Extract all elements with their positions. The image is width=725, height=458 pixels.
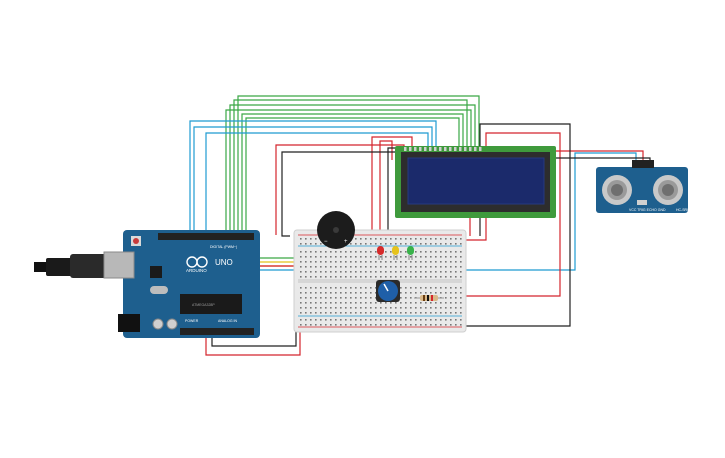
resistor <box>414 295 444 301</box>
arduino-logo-text: ARDUINO <box>186 268 207 273</box>
power-label: POWER <box>185 319 199 323</box>
breadboard-holes <box>300 238 462 326</box>
blue-wire-bundle <box>189 120 637 271</box>
power-header <box>180 328 254 335</box>
digital-header <box>158 233 254 240</box>
led-red <box>377 246 384 260</box>
led-yellow <box>392 246 399 260</box>
chip-label: ATMEGA328P <box>192 303 215 307</box>
svg-text:+: + <box>344 239 348 245</box>
potentiometer <box>376 280 400 302</box>
green-wire-bundle <box>225 95 480 237</box>
sensor-pin-labels: VCC TRIG ECHO GND <box>629 208 666 212</box>
lcd-pins <box>404 147 482 151</box>
ultrasonic-sensor: VCC TRIG ECHO GND HC-SR04 <box>596 160 691 213</box>
svg-text:−: − <box>324 239 328 245</box>
reset-button <box>133 238 139 244</box>
lcd-screen <box>408 158 544 204</box>
piezo-buzzer: − + <box>317 211 355 249</box>
led-green <box>407 246 414 260</box>
arduino-model-text: UNO <box>215 258 233 267</box>
lcd-16x2 <box>395 146 556 218</box>
analog-label: ANALOG IN <box>218 319 238 323</box>
digital-label: DIGITAL (PWM~) <box>210 245 237 249</box>
sensor-label: HC-SR04 <box>676 208 691 212</box>
atmega-chip <box>180 294 242 314</box>
arduino-uno: ARDUINO UNO POWER ANALOG IN DIGITAL (PWM… <box>34 230 260 338</box>
